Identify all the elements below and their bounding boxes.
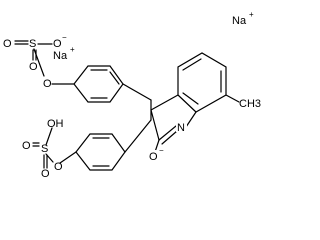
indole-core bbox=[150, 52, 240, 145]
sodium-ion-left-charge: + bbox=[70, 45, 75, 54]
sulfonate-top-o-right: O bbox=[53, 38, 62, 50]
sulfonate-top-o-right-charge: − bbox=[62, 33, 67, 42]
sulfonate-top-o-link: O bbox=[43, 78, 52, 90]
sulfate-bottom-o-link: O bbox=[54, 161, 63, 173]
upper-phenyl-ring bbox=[73, 65, 124, 103]
sodium-ion-top-right: Na bbox=[232, 15, 247, 27]
bond-upper-ring-to-c3 bbox=[122, 83, 152, 101]
sulfonate-top-o: O bbox=[3, 38, 12, 50]
sulfonate-top-o-down: O bbox=[29, 61, 38, 73]
sulfate-bottom-oh: OH bbox=[47, 118, 64, 130]
chemical-structure-diagram: O S O O − O bbox=[3, 10, 261, 180]
sulfate-bottom-s: S bbox=[41, 143, 48, 155]
sodium-ion-top-right-charge: + bbox=[249, 10, 254, 19]
lower-phenyl-ring bbox=[75, 133, 126, 171]
sodium-ion-left: Na bbox=[53, 50, 68, 62]
imine-n-label: N bbox=[177, 122, 185, 134]
olate-o-label: O bbox=[149, 151, 158, 163]
top-sulfate-group: O S O O − O bbox=[3, 33, 75, 90]
bond-lower-ring-to-c3 bbox=[124, 119, 152, 153]
sulfate-bottom-o-left: O bbox=[22, 140, 31, 152]
sulfate-bottom-o-down: O bbox=[41, 168, 50, 180]
sulfonate-top-s: S bbox=[29, 38, 36, 50]
bottom-sulfate-group: OH S O O O bbox=[22, 118, 77, 180]
methyl-label: CH3 bbox=[239, 98, 261, 110]
olate-charge: − bbox=[159, 146, 164, 155]
